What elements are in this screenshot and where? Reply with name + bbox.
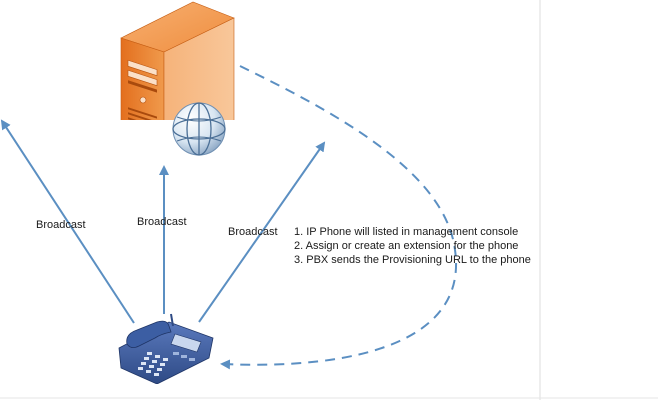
- broadcast-label-center: Broadcast: [137, 216, 187, 228]
- step-item: 2. Assign or create an extension for the…: [294, 240, 519, 252]
- globe-icon: [172, 102, 226, 156]
- step-item: 1. IP Phone will listed in management co…: [294, 226, 519, 238]
- step-item: 3. PBX sends the Provisioning URL to the…: [294, 254, 531, 266]
- broadcast-label-right: Broadcast: [228, 226, 278, 238]
- ip-phone-icon: [118, 313, 214, 384]
- server-icon: [120, 1, 235, 120]
- broadcast-label-left: Broadcast: [36, 219, 86, 231]
- provisioning-steps: 1. IP Phone will listed in management co…: [294, 225, 531, 267]
- provisioning-dashed-arrow: [220, 65, 458, 370]
- broadcast-arrow-right: [198, 141, 326, 323]
- broadcast-arrow-left: [0, 119, 135, 324]
